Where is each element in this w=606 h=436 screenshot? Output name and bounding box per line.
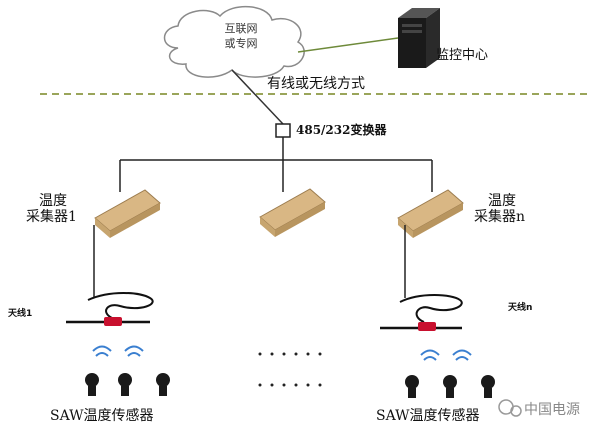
collector-right-line1: 温度 xyxy=(488,193,516,209)
collector-right-icon xyxy=(397,189,464,238)
sensor-right-label: SAW温度传感器 xyxy=(376,408,480,424)
antenna-left-icon xyxy=(66,292,154,326)
ellipsis-dots xyxy=(258,352,322,387)
sensor-left-label: SAW温度传感器 xyxy=(50,408,154,424)
antenna-left-label: 天线1 xyxy=(8,309,33,319)
watermark-logo-icon xyxy=(498,399,522,417)
antenna-right-icon xyxy=(380,294,463,331)
network-cloud xyxy=(163,5,305,78)
converter-label: 485/232变换器 xyxy=(296,123,387,137)
cloud-label-line2: 或专网 xyxy=(224,37,258,50)
cloud-to-converter-link xyxy=(231,69,284,125)
collector-left-line1: 温度 xyxy=(39,193,67,209)
cloud-to-monitor-link xyxy=(297,37,399,53)
sensors-left-icon xyxy=(85,345,170,396)
collector-left-line2: 采集器1 xyxy=(26,209,77,225)
network-mode-label: 有线或无线方式 xyxy=(267,76,365,92)
server-icon xyxy=(398,8,440,68)
converter-box xyxy=(275,123,291,138)
collector-left-icon xyxy=(94,189,161,238)
cloud-label-line1: 互联网 xyxy=(224,22,258,35)
sensors-right-icon xyxy=(405,349,495,398)
watermark-text: 中国电源 xyxy=(524,402,580,418)
collector-right-line2: 采集器n xyxy=(474,209,526,225)
monitor-center-label: 监控中心 xyxy=(436,48,489,63)
collector-mid-icon xyxy=(259,188,326,237)
antenna-right-label: 天线n xyxy=(508,303,533,313)
